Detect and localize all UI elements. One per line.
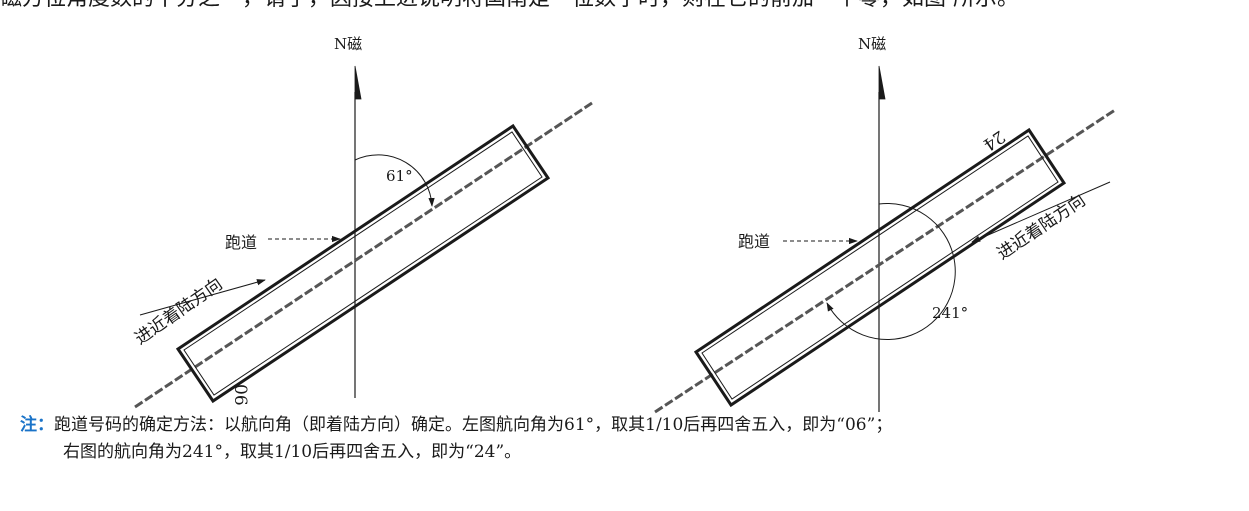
runway-centerline <box>134 101 593 409</box>
runway-rectangle <box>693 127 1067 408</box>
left-diagram: N磁 61° 跑道 进近着陆方向 06 <box>131 35 593 409</box>
runway-rectangle <box>175 123 551 404</box>
runway-centerline <box>654 108 1116 414</box>
note: 注：跑道号码的确定方法：以航向角（即着陆方向）确定。左图航向角为61°，取其1/… <box>20 412 1240 466</box>
runway-label: 跑道 <box>225 233 257 252</box>
angle-label: 241° <box>932 304 968 322</box>
direction-label: 进近着陆方向 <box>131 274 226 349</box>
angle-arc <box>354 154 435 207</box>
note-line-1: 注：跑道号码的确定方法：以航向角（即着陆方向）确定。左图航向角为61°，取其1/… <box>20 412 1240 439</box>
runway-label: 跑道 <box>738 232 770 251</box>
note-text-1: 跑道号码的确定方法：以航向角（即着陆方向）确定。左图航向角为61°，取其1/10… <box>54 415 893 435</box>
north-arrow-icon <box>354 65 362 100</box>
north-arrow-icon <box>878 65 886 100</box>
north-label: N磁 <box>858 35 886 53</box>
note-line-2: 右图的航向角为241°，取其1/10后再四舍五入，即为“24”。 <box>63 442 522 462</box>
direction-arrow <box>139 279 266 316</box>
angle-arc <box>826 203 956 340</box>
runway-number: 06 <box>230 384 250 406</box>
right-diagram: N磁 241° 跑道 进近着陆方向 24 <box>654 35 1116 414</box>
note-label: 注： <box>20 415 54 435</box>
direction-arrow <box>971 181 1111 243</box>
direction-label: 进近着陆方向 <box>994 191 1090 265</box>
runway-number: 24 <box>979 126 1008 155</box>
angle-label: 61° <box>386 167 413 185</box>
top-partial-text: 磁方位角度数的十分之一，请了，因接上进说明将国南是一位数字时，则在它的前加一个零… <box>0 0 1249 12</box>
north-label: N磁 <box>334 35 362 53</box>
